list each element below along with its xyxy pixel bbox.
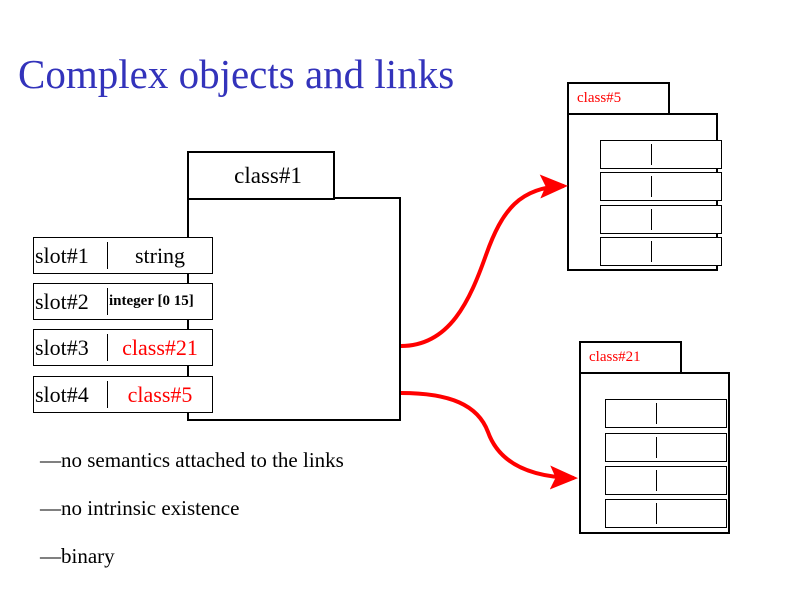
slot-divider: [656, 403, 657, 424]
slot-name: slot#1: [35, 242, 89, 268]
empty-slot-row[interactable]: [605, 399, 727, 428]
empty-slot-row[interactable]: [605, 466, 727, 495]
slot-row[interactable]: slot#4 class#5: [33, 376, 213, 413]
object-tab-label-class5: class#5: [577, 90, 622, 106]
slot-value-link[interactable]: class#21: [122, 334, 198, 360]
slot-row[interactable]: slot#3 class#21: [33, 329, 213, 366]
page-title: Complex objects and links: [18, 51, 455, 97]
slot-divider: [656, 437, 657, 458]
bullet-item: —binary: [40, 544, 115, 568]
slot-divider: [107, 288, 108, 315]
empty-slot-row[interactable]: [600, 140, 722, 169]
empty-slot-row[interactable]: [600, 172, 722, 201]
slot-value: integer [0 15]: [109, 293, 194, 309]
slot-row[interactable]: slot#2 integer [0 15]: [33, 283, 213, 320]
object-tab-class21[interactable]: class#21: [579, 341, 682, 374]
slot-divider: [107, 334, 108, 361]
slot-value-link[interactable]: class#5: [127, 381, 193, 407]
empty-slot-row[interactable]: [600, 237, 722, 266]
empty-slot-row[interactable]: [605, 499, 727, 528]
link-arrow-slot3-to-class5: [400, 174, 568, 348]
empty-slot-row[interactable]: [605, 433, 727, 462]
slot-name: slot#3: [35, 334, 89, 360]
slot-divider: [651, 144, 652, 165]
object-tab-class1[interactable]: class#1: [187, 151, 335, 200]
bullet-item: —no semantics attached to the links: [40, 448, 344, 472]
object-tab-class5[interactable]: class#5: [567, 82, 670, 115]
slot-divider: [656, 470, 657, 491]
slot-divider: [651, 209, 652, 230]
slot-divider: [656, 503, 657, 524]
bullet-item: —no intrinsic existence: [40, 496, 240, 520]
bullet-list: —no semantics attached to the links —no …: [40, 448, 510, 592]
slot-name: slot#4: [35, 381, 89, 407]
slot-divider: [107, 381, 108, 408]
slot-row[interactable]: slot#1 string: [33, 237, 213, 274]
slot-value: string: [134, 242, 186, 268]
slot-divider: [651, 176, 652, 197]
object-tab-label-class21: class#21: [589, 349, 641, 365]
object-tab-label-class1: class#1: [234, 162, 302, 188]
object-body-class1: [187, 197, 401, 421]
empty-slot-row[interactable]: [600, 205, 722, 234]
slot-name: slot#2: [35, 288, 89, 314]
slot-divider: [651, 241, 652, 262]
slot-divider: [107, 242, 108, 269]
